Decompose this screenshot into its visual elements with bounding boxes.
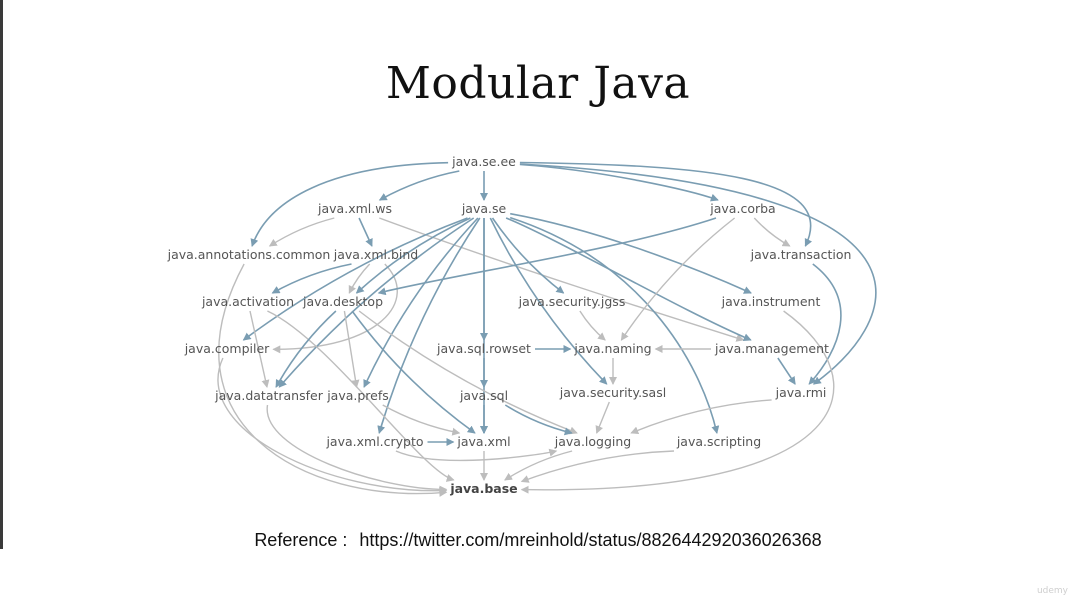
edge-se-to-prefs (363, 217, 479, 388)
edge-corba-to-transaction (753, 217, 791, 247)
edge-se-to-crypto (377, 217, 481, 434)
module-node-transaction: java.transaction (750, 247, 852, 262)
edge-activation-to-datatransfer (249, 310, 270, 388)
edge-xml-bind-to-compiler (272, 263, 398, 354)
edge-xml-ws-to-xml-bind (358, 217, 373, 247)
module-node-se: java.se (461, 201, 507, 216)
module-node-rowset: java.sql.rowset (436, 341, 531, 356)
edge-se-to-compiler (242, 217, 468, 341)
edge-se-to-desktop (355, 217, 471, 294)
edge-desktop-to-logging (358, 310, 578, 435)
edge-datatransfer-to-base (266, 404, 448, 494)
edge-se-to-instrument (510, 212, 752, 294)
edge-activation-to-base (267, 310, 455, 482)
edge-transaction-to-rmi (808, 263, 842, 385)
module-node-annotations: java.annotations.common (167, 247, 331, 262)
edge-compiler-to-base (217, 357, 448, 495)
module-node-jgss: java.security.jgss (518, 294, 626, 309)
module-node-instrument: java.instrument (721, 294, 821, 309)
edge-scripting-to-base (520, 450, 675, 483)
reference-line: Reference : https://twitter.com/mreinhold… (0, 530, 1076, 551)
module-node-desktop: java.desktop (302, 294, 383, 309)
module-node-corba: java.corba (709, 201, 775, 216)
module-node-xml-bind: java.xml.bind (333, 247, 418, 262)
edge-corba-to-desktop (377, 217, 717, 296)
edge-se-to-jgss (491, 217, 565, 294)
edge-xml-bind-to-desktop (348, 263, 371, 294)
module-node-activation: java.activation (201, 294, 294, 309)
edge-xml-bind-to-activation (271, 263, 352, 294)
dependency-edges (217, 161, 877, 497)
module-nodes: java.se.ee java.xml.ws java.se java.corba ja… (167, 154, 852, 496)
module-node-sasl: java.security.sasl (559, 385, 666, 400)
edge-desktop-to-xml (351, 310, 476, 434)
slide-title: Modular Java (385, 58, 691, 109)
edge-se-to-datatransfer (278, 217, 475, 388)
edge-sql-to-logging (504, 404, 573, 436)
edge-se-ee-to-corba (519, 163, 719, 202)
module-node-xml-ws: java.xml.ws (317, 201, 392, 216)
edge-desktop-to-datatransfer (275, 310, 337, 388)
edge-se-to-sasl (489, 217, 608, 385)
edge-management-to-rmi (777, 357, 796, 385)
module-node-xml: java.xml (456, 434, 510, 449)
edge-xml-ws-to-annotations (268, 217, 335, 247)
edge-se-to-management (505, 217, 752, 341)
slide-left-border (0, 0, 3, 549)
edge-instrument-to-base (520, 310, 835, 494)
edge-rmi-to-logging (630, 399, 772, 435)
edge-se-ee-to-annotations (250, 161, 449, 247)
module-dependency-graph: java.se.ee java.xml.ws java.se java.corba ja… (167, 154, 877, 497)
reference-url[interactable]: https://twitter.com/mreinhold/status/882… (359, 530, 822, 550)
edge-corba-to-naming (620, 217, 736, 341)
edge-desktop-to-prefs (343, 310, 360, 388)
module-node-naming: java.naming (573, 341, 651, 356)
module-node-scripting: java.scripting (676, 434, 761, 449)
edge-se-ee-to-rmi (519, 163, 877, 385)
module-node-rmi: java.rmi (775, 385, 827, 400)
edge-jgss-to-naming (579, 310, 606, 341)
module-node-prefs: java.prefs (326, 388, 389, 403)
edge-logging-to-base (504, 450, 573, 481)
edge-crypto-to-logging (395, 448, 558, 462)
edge-xml-ws-to-management (379, 217, 745, 342)
module-node-se-ee: java.se.ee (451, 154, 516, 169)
edge-se-to-scripting (509, 216, 720, 434)
edge-sasl-to-logging (595, 401, 610, 434)
module-node-base: java.base (449, 481, 517, 496)
edge-se-ee-to-transaction (519, 161, 813, 247)
module-node-compiler: java.compiler (184, 341, 270, 356)
module-node-logging: java.logging (554, 434, 631, 449)
module-node-sql: java.sql (459, 388, 508, 403)
udemy-watermark: udemy (1036, 586, 1068, 596)
edge-se-ee-to-xml-ws (378, 170, 460, 201)
module-node-datatransfer: java.datatransfer (214, 388, 324, 403)
module-node-crypto: java.xml.crypto (325, 434, 423, 449)
module-node-management: java.management (714, 341, 829, 356)
edge-prefs-to-xml (382, 404, 461, 436)
reference-label: Reference : (254, 530, 348, 550)
